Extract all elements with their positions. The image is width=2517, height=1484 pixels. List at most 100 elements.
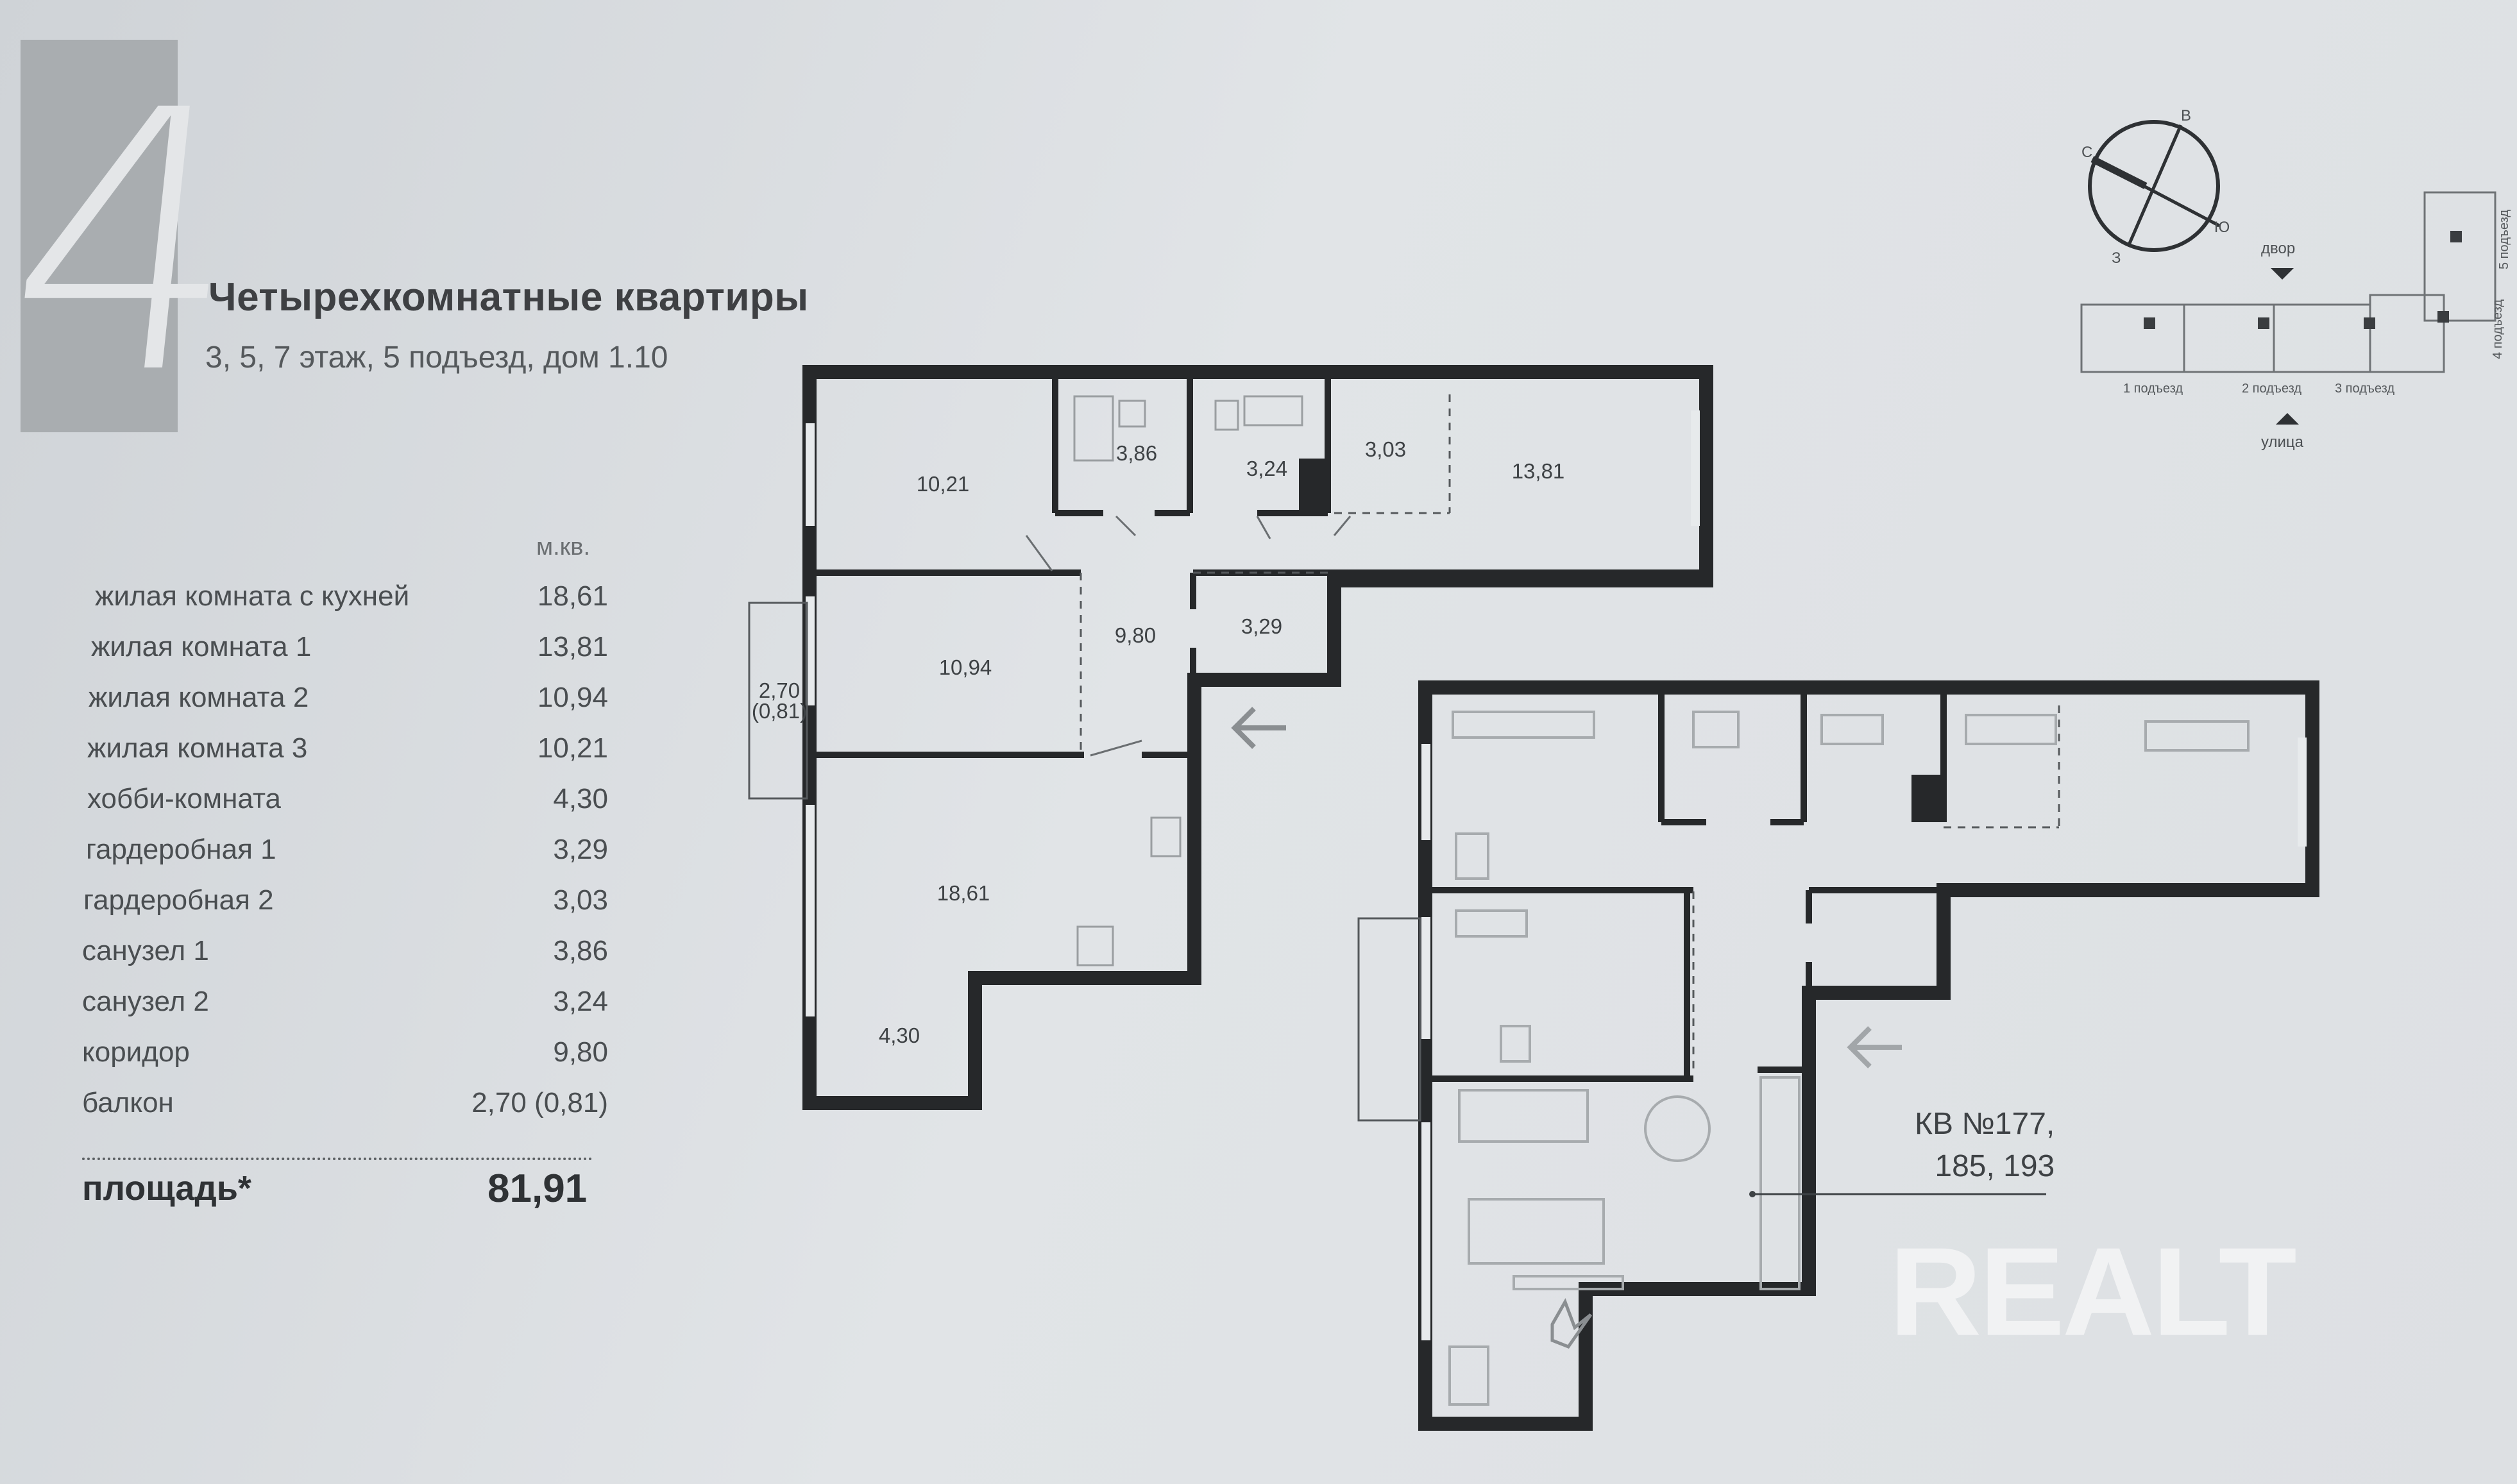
- main-floor-plan: [748, 365, 1713, 1110]
- table-row: жилая комната 2 10,94: [82, 682, 608, 732]
- window: [806, 423, 815, 526]
- room-label: 18,61: [937, 881, 990, 905]
- room-label: 9,80: [1115, 623, 1156, 647]
- room-name: балкон: [82, 1087, 174, 1118]
- compass-ring: [2088, 120, 2220, 252]
- window: [806, 805, 815, 1016]
- total-area-label: площадь*: [82, 1169, 251, 1208]
- table-row: санузел 2 3,24: [82, 986, 608, 1036]
- room-label: 3,86: [1116, 441, 1157, 465]
- room-name: гардеробная 1: [86, 834, 276, 865]
- entrance-arrow-icon: [1231, 707, 1286, 749]
- table-row: санузел 1 3,86: [82, 935, 608, 986]
- room-name: жилая комната 3: [87, 732, 308, 764]
- entrance-label: 1 подъезд: [2123, 382, 2183, 396]
- furnished-floor-plan: [1357, 680, 2319, 1431]
- apartment-numbers: КВ №177, 185, 193: [1915, 1103, 2055, 1188]
- compass: С В Ю З: [2081, 107, 2230, 267]
- room-label: 3,03: [1365, 437, 1406, 461]
- apartment-numbers-line2: 185, 193: [1935, 1149, 2055, 1183]
- table-row: жилая комната 3 10,21: [82, 732, 608, 783]
- furniture-sketches: [1448, 711, 2250, 1406]
- room-area: 18,61: [537, 580, 608, 612]
- plant-icon: [1550, 1298, 1593, 1349]
- apartment-leader-line: [1749, 1191, 2046, 1197]
- page-subtitle: 3, 5, 7 этаж, 5 подъезд, дом 1.10: [205, 341, 668, 375]
- room-area: 2,70 (0,81): [471, 1087, 608, 1118]
- compass-axis: [2126, 124, 2183, 247]
- table-row: жилая комната с кухней 18,61: [82, 580, 608, 631]
- interior-walls: [816, 378, 1706, 758]
- compass-east: В: [2181, 107, 2191, 124]
- entrance-label: 3 подъезд: [2335, 382, 2394, 396]
- shaft: [1911, 775, 1940, 822]
- yard-label: двор: [2261, 240, 2295, 257]
- window: [1421, 744, 1430, 840]
- window: [1421, 917, 1430, 1039]
- compass-west: З: [2112, 249, 2121, 267]
- street-arrow-icon: [2276, 413, 2299, 425]
- room-name: жилая комната с кухней: [95, 580, 410, 612]
- balcony-sub-label: (0,81): [752, 699, 807, 723]
- room-label: 3,24: [1246, 457, 1287, 480]
- interior-walls: [1432, 694, 1947, 1082]
- compass-needle-thick: [2090, 156, 2148, 189]
- room-name: хобби-комната: [87, 783, 282, 814]
- balcony: [1357, 917, 1421, 1122]
- room-name: санузел 1: [82, 935, 209, 966]
- zone-lines: [1080, 394, 1451, 755]
- room-area: 9,80: [553, 1036, 608, 1068]
- window: [2298, 738, 2307, 847]
- table-row: гардеробная 2 3,03: [82, 884, 608, 935]
- compass-north: С: [2081, 144, 2092, 161]
- page-title: Четырехкомнатные квартиры: [208, 275, 809, 319]
- yard-arrow-icon: [2271, 268, 2294, 280]
- room-area: 3,86: [553, 935, 608, 966]
- total-divider: [82, 1158, 592, 1160]
- balcony: [748, 602, 808, 800]
- room-count-block: [21, 40, 178, 432]
- table-row: коридор 9,80: [82, 1036, 608, 1087]
- door-swings: [1025, 515, 1352, 757]
- area-table: жилая комната с кухней 18,61 жилая комна…: [82, 580, 608, 1138]
- room-label: 10,94: [939, 655, 992, 679]
- realt-watermark: REALT: [1889, 1222, 2297, 1362]
- side-entrance-label: 5 подъезд: [2497, 210, 2511, 269]
- shaft: [1299, 459, 1328, 513]
- entrance-label: 2 подъезд: [2242, 382, 2301, 396]
- side-entrance-label: 4 подъезд: [2491, 299, 2505, 359]
- room-name: коридор: [82, 1036, 190, 1068]
- table-row: балкон 2,70 (0,81): [82, 1087, 608, 1138]
- window: [1421, 1122, 1430, 1340]
- window: [1691, 410, 1700, 526]
- compass-south: Ю: [2214, 219, 2230, 236]
- apartment-numbers-line1: КВ №177,: [1915, 1107, 2055, 1141]
- room-name: санузел 2: [82, 986, 209, 1017]
- room-label: 4,30: [879, 1024, 920, 1047]
- table-row: гардеробная 1 3,29: [82, 834, 608, 884]
- total-area-value: 81,91: [487, 1167, 588, 1211]
- entrance-arrow-icon: [1847, 1026, 1902, 1068]
- room-area: 10,94: [537, 682, 608, 713]
- table-row: хобби-комната 4,30: [82, 783, 608, 834]
- room-area: 13,81: [537, 631, 608, 662]
- table-row: жилая комната 1 13,81: [82, 631, 608, 682]
- room-name: жилая комната 2: [89, 682, 309, 713]
- zone-lines: [1692, 705, 2060, 1071]
- room-area: 4,30: [553, 783, 608, 814]
- room-label: 3,29: [1241, 614, 1282, 638]
- fixture-sketches: [1073, 395, 1303, 966]
- room-name: жилая комната 1: [91, 631, 312, 662]
- street-label: улица: [2261, 434, 2304, 451]
- room-area: 10,21: [537, 732, 608, 764]
- area-unit-label: м.кв.: [536, 534, 591, 561]
- room-area: 3,03: [553, 884, 608, 916]
- room-area: 3,24: [553, 986, 608, 1017]
- room-label: 10,21: [917, 472, 970, 496]
- balcony-label: 2,70: [759, 679, 800, 702]
- site-key-map: двор 1 подъезд 2 подъезд 3 подъезд улица…: [2080, 191, 2511, 451]
- room-name: гардеробная 2: [83, 884, 274, 916]
- room-label: 13,81: [1512, 459, 1565, 483]
